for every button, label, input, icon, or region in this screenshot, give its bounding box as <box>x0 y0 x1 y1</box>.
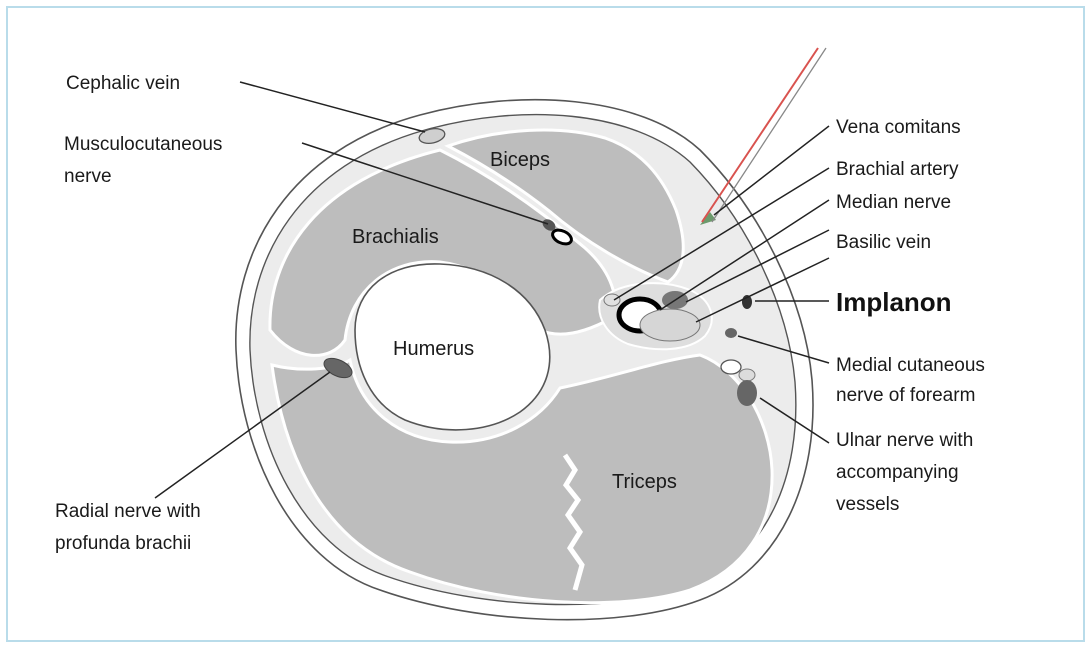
label-musculocutaneous-line1: Musculocutaneous <box>64 134 222 155</box>
label-brachial-artery: Brachial artery <box>836 159 959 180</box>
ulnar-vessel-2 <box>739 369 755 381</box>
label-radial-line1: Radial nerve with <box>55 501 201 522</box>
label-ulnar-line2: accompanying <box>836 462 959 483</box>
label-brachialis: Brachialis <box>352 226 439 248</box>
label-ulnar-line1: Ulnar nerve with <box>836 430 973 451</box>
label-ulnar-line3: vessels <box>836 494 899 515</box>
label-humerus: Humerus <box>393 338 474 360</box>
label-musculocutaneous-line2: nerve <box>64 166 112 187</box>
label-biceps: Biceps <box>490 149 550 171</box>
label-cephalic-vein: Cephalic vein <box>66 73 180 94</box>
label-implanon: Implanon <box>836 287 952 317</box>
ulnar-vessel-1 <box>721 360 741 374</box>
ulnar-nerve-marker <box>737 380 757 406</box>
label-basilic-vein: Basilic vein <box>836 232 931 253</box>
basilic-vein-marker <box>640 309 700 341</box>
label-radial-line2: profunda brachii <box>55 533 191 554</box>
label-medial-cutaneous-line2: nerve of forearm <box>836 385 975 406</box>
label-triceps: Triceps <box>612 471 677 493</box>
label-median-nerve: Median nerve <box>836 192 951 213</box>
vena-comitans-marker <box>604 294 620 306</box>
medial-cutaneous-nerve-marker <box>725 328 737 338</box>
label-vena-comitans: Vena comitans <box>836 117 961 138</box>
label-medial-cutaneous-line1: Medial cutaneous <box>836 355 985 376</box>
